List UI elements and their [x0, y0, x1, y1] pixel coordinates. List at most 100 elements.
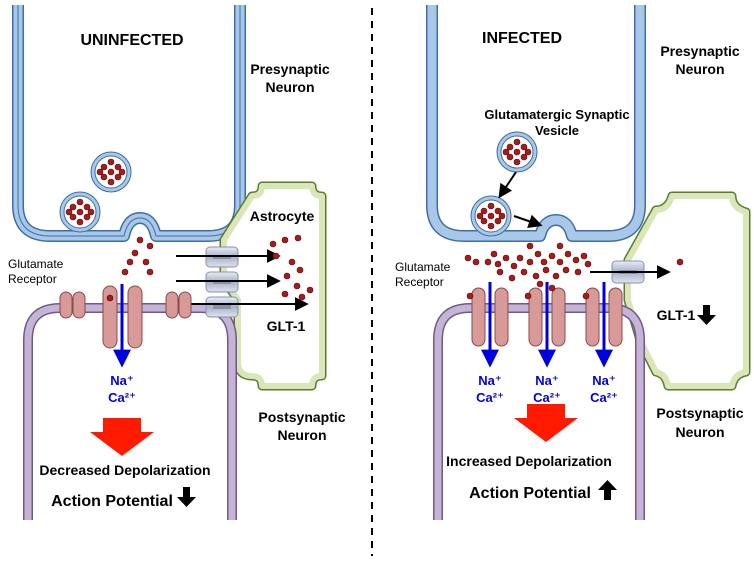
- vesicle-label-right-2: Vesicle: [535, 123, 579, 138]
- glutamate-molecule: [562, 266, 570, 274]
- ca-ion-label-left: Ca²⁺: [108, 390, 136, 405]
- action-potential-label-left: Action Potential: [51, 493, 173, 510]
- vesicle-glutamate: [487, 202, 495, 210]
- glutamate-molecule: [494, 260, 502, 268]
- vesicle-glutamate: [118, 168, 126, 176]
- glutamate-molecule: [548, 252, 556, 260]
- presynaptic-label-right-1: Presynaptic: [660, 43, 740, 59]
- glutamate-receptor-right-2: [528, 287, 566, 347]
- glt1-down-icon-right: [697, 305, 716, 325]
- glutamate-receptor-label-left-1: Glutamate: [8, 257, 64, 271]
- depolarization-label-right: Increased Depolarization: [446, 453, 612, 469]
- vesicle-glutamate: [69, 203, 77, 211]
- na-ion-label-right-3: Na⁺: [592, 373, 615, 388]
- uninfected-heading: UNINFECTED: [80, 32, 183, 49]
- glutamate-molecule: [540, 258, 548, 266]
- glutamate-molecule: [296, 266, 304, 274]
- depolarization-label-left: Decreased Depolarization: [39, 462, 210, 478]
- astrocyte-label: Astrocyte: [250, 208, 315, 224]
- glutamate-receptor-left-3: [165, 291, 192, 319]
- glutamate-molecule: [142, 258, 150, 266]
- vesicle-glutamate: [87, 208, 95, 216]
- vesicle-glutamate: [65, 208, 73, 216]
- exocytosis-arrow: [513, 214, 543, 228]
- glutamate-molecule: [272, 252, 280, 260]
- glutamate-molecule: [306, 286, 314, 294]
- glutamate-molecule: [146, 268, 154, 276]
- vesicle-glutamate: [100, 173, 108, 181]
- glutamate-molecule: [288, 258, 296, 266]
- vesicle-glutamate: [83, 213, 91, 221]
- glutamate-molecule: [126, 258, 134, 266]
- glutamate-molecule: [556, 258, 564, 266]
- postsynaptic-label-right-2: Neuron: [676, 424, 725, 440]
- glutamate-molecule: [524, 292, 532, 300]
- vesicle-glutamate: [480, 207, 488, 215]
- postsynaptic-label-left-2: Neuron: [278, 427, 327, 443]
- glutamate-molecule: [582, 292, 590, 300]
- glutamate-molecule: [490, 250, 498, 258]
- glutamate-molecule: [542, 266, 550, 274]
- glutamate-molecule: [283, 272, 291, 280]
- action-potential-up-icon-right: [598, 480, 617, 500]
- glutamate-molecule: [556, 242, 564, 250]
- presynaptic-label-left-1: Presynaptic: [250, 61, 330, 77]
- glutamate-molecule: [484, 258, 492, 266]
- glutamate-molecule: [536, 280, 544, 288]
- red-down-arrow-right: [514, 404, 578, 442]
- glutamate-molecule: [520, 268, 528, 276]
- glutamate-molecules-left: [65, 158, 314, 302]
- vesicle-glutamate: [498, 212, 506, 220]
- glutamate-molecule: [532, 272, 540, 280]
- vesicle-glutamate: [487, 212, 495, 220]
- glutamate-receptor-right-1: [471, 287, 509, 347]
- glutamate-molecule: [526, 242, 534, 250]
- vesicle-glutamate: [502, 148, 510, 156]
- presynaptic-label-right-2: Neuron: [676, 61, 725, 77]
- vesicle-glutamate: [476, 212, 484, 220]
- glutamate-molecule: [293, 282, 301, 290]
- glutamate-molecule: [574, 268, 582, 276]
- glutamate-receptor-label-right-2: Receptor: [395, 275, 444, 289]
- glutamate-molecule: [572, 256, 580, 264]
- glutamate-molecule: [584, 260, 592, 268]
- presynaptic-label-left-2: Neuron: [266, 79, 315, 95]
- glutamate-molecule: [269, 240, 277, 248]
- vesicle-glutamate: [494, 217, 502, 225]
- glutamate-molecule: [548, 284, 556, 292]
- glutamate-molecule: [106, 294, 114, 302]
- glutamate-molecule: [534, 250, 542, 258]
- vesicle-glutamate: [513, 148, 521, 156]
- glutamate-molecule: [466, 292, 474, 300]
- glutamate-molecule: [496, 268, 504, 276]
- ca-ion-label-right-2: Ca²⁺: [533, 390, 561, 405]
- vesicle-glutamate: [487, 222, 495, 230]
- vesicle-glutamate: [524, 148, 532, 156]
- vesicle-glutamate: [76, 198, 84, 206]
- glutamate-receptor-label-right-1: Glutamate: [395, 260, 451, 274]
- glutamate-molecule: [564, 250, 572, 258]
- vesicle-glutamate: [76, 208, 84, 216]
- vesicle-glutamate: [107, 178, 115, 186]
- na-ion-label-left: Na⁺: [110, 373, 133, 388]
- glutamate-molecule: [510, 262, 518, 270]
- infected-heading: INFECTED: [482, 30, 562, 47]
- glutamate-molecule: [146, 242, 154, 250]
- vesicle-glutamate: [76, 218, 84, 226]
- ca-ion-label-right-1: Ca²⁺: [476, 390, 504, 405]
- glutamate-molecule: [294, 234, 302, 242]
- astrocyte-right: [623, 191, 751, 391]
- vesicle-glutamate: [83, 203, 91, 211]
- vesicle-glutamate: [69, 213, 77, 221]
- ca-ion-label-right-3: Ca²⁺: [590, 390, 618, 405]
- glutamate-molecule: [580, 252, 588, 260]
- glutamate-molecule: [472, 258, 480, 266]
- vesicle-glutamate: [513, 138, 521, 146]
- vesicle-glutamate: [114, 163, 122, 171]
- glutamate-molecule: [676, 258, 684, 266]
- infected-panel: INFECTED Presynaptic Neuron Glutamatergi…: [395, 5, 751, 520]
- glutamate-molecule: [464, 254, 472, 262]
- vesicle-glutamate: [506, 143, 514, 151]
